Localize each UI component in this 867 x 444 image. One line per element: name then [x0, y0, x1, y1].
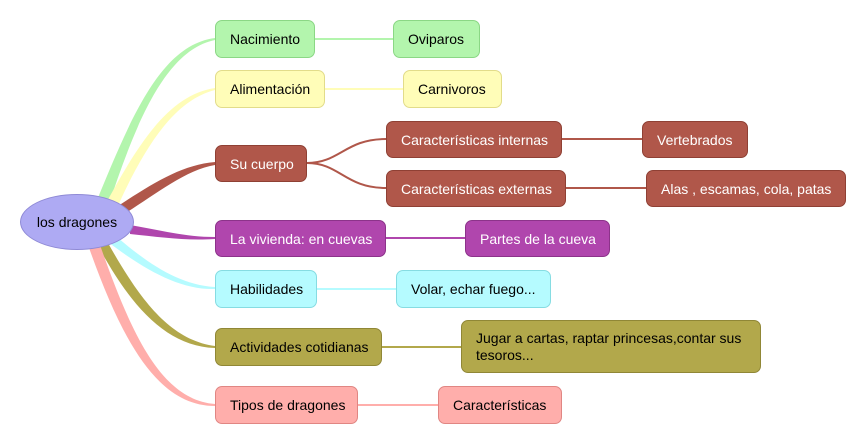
- link-root-vivienda: [130, 225, 215, 240]
- link-sucuerpo-internas: [306, 138, 387, 164]
- node-su-cuerpo[interactable]: Su cuerpo: [215, 145, 307, 182]
- node-caracteristicas-internas[interactable]: Características internas: [386, 121, 562, 158]
- link-sucuerpo-externas: [306, 162, 387, 189]
- node-vertebrados[interactable]: Vertebrados: [642, 121, 748, 158]
- link-root-sucuerpo: [112, 162, 215, 214]
- node-carnivoros[interactable]: Carnivoros: [403, 70, 502, 108]
- root-node[interactable]: los dragones: [20, 194, 134, 250]
- link-root-tipos: [88, 245, 215, 406]
- node-actividades[interactable]: Actividades cotidianas: [215, 328, 382, 366]
- node-nacimiento[interactable]: Nacimiento: [215, 20, 315, 58]
- link-root-actividades: [97, 243, 215, 348]
- node-jugar-cartas[interactable]: Jugar a cartas, raptar princesas,contar …: [461, 320, 761, 373]
- node-alas-escamas[interactable]: Alas , escamas, cola, patas: [646, 170, 846, 207]
- node-partes-cueva[interactable]: Partes de la cueva: [465, 220, 610, 257]
- link-root-nacimiento: [95, 38, 215, 207]
- node-tipos[interactable]: Tipos de dragones: [215, 386, 358, 424]
- node-vivienda[interactable]: La vivienda: en cuevas: [215, 220, 386, 257]
- node-caracteristicas-externas[interactable]: Características externas: [386, 170, 566, 207]
- node-oviparos[interactable]: Oviparos: [393, 20, 480, 58]
- node-volar[interactable]: Volar, echar fuego...: [396, 270, 551, 308]
- link-root-alimentacion: [104, 88, 215, 210]
- node-habilidades[interactable]: Habilidades: [215, 270, 317, 308]
- link-root-habilidades: [108, 238, 215, 290]
- node-caracteristicas-tipos[interactable]: Características: [438, 386, 562, 424]
- node-alimentacion[interactable]: Alimentación: [215, 70, 325, 108]
